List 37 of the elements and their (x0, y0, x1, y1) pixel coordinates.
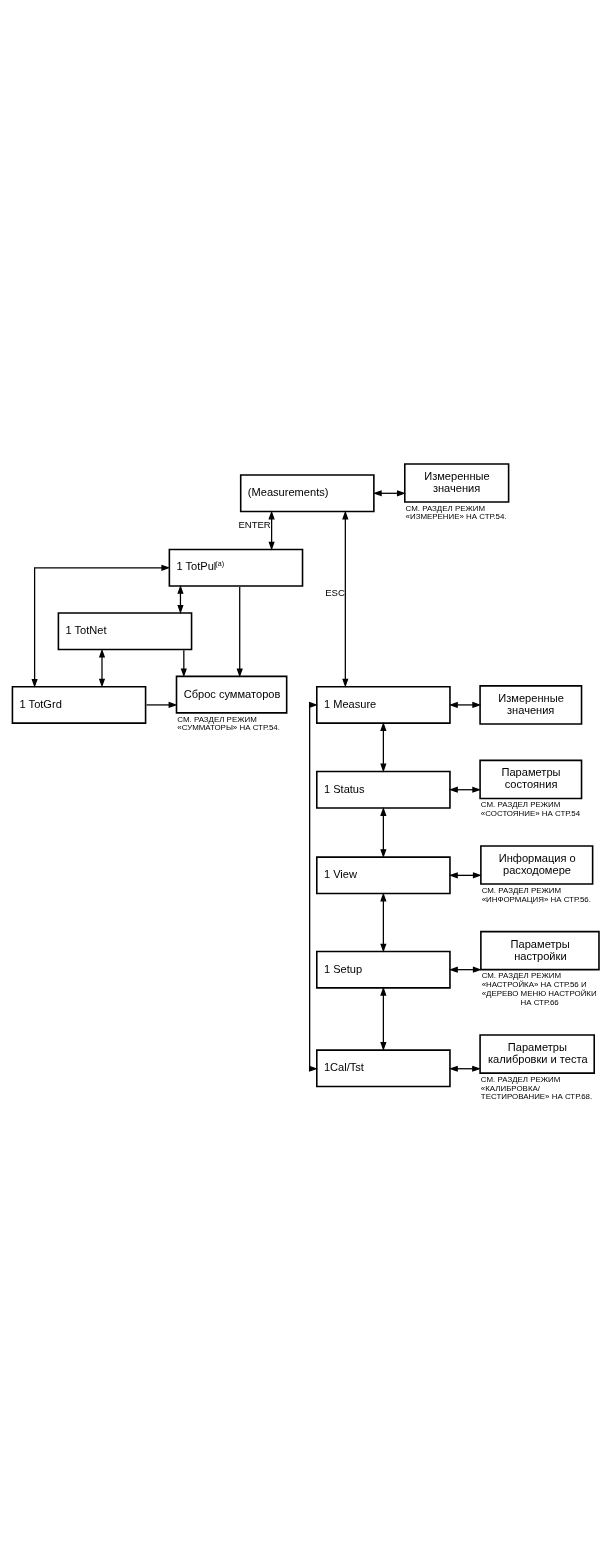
arrow (31, 564, 171, 688)
edge-label: ESC (325, 587, 345, 599)
arrow (380, 986, 387, 1051)
node-label: СМ. РАЗДЕЛ РЕЖИМ «НАСТРОЙКА» НА СТР.56 И «ДЕРЕВО МЕНЮ НАСТРОЙКИ НА СТР.66 (481, 971, 597, 1007)
node-box: Сброс сумматоров (175, 675, 288, 714)
node-label: СМ. РАЗДЕЛ РЕЖИМ «ИНФОРМАЦИЯ» НА СТР.56. (481, 885, 591, 904)
node-label: СМ. РАЗДЕЛ РЕЖИМ «ИЗМЕРЕНИЕ» НА СТР.54. (405, 503, 507, 522)
node-label: СМ. РАЗДЕЛ РЕЖИМ «КАЛИБРОВКА/ ТЕСТИРОВАНИЕ» НА СТР.68. (480, 1074, 593, 1102)
arrow (236, 586, 243, 678)
node-box: Параметры состояния (479, 759, 583, 800)
node-box: Информация о расходомере (480, 845, 594, 885)
node-box: 1 Status (316, 770, 451, 809)
arrow (180, 649, 187, 678)
node-box: 1Cal/Tst (316, 1049, 451, 1088)
node-box: Параметры калибровки и теста (479, 1034, 595, 1074)
arrow (380, 892, 387, 953)
arrow (448, 701, 482, 709)
node-label: СМ. РАЗДЕЛ РЕЖИМ «СОСТОЯНИЕ» НА СТР.54 (480, 800, 581, 818)
node-box: 1 TotNet (57, 612, 193, 651)
node-label: СМ. РАЗДЕЛ РЕЖИМ «СУММАТОРЫ» НА СТР.54. (177, 714, 280, 733)
node-box: 1 TotPul$^{(a)}$ (168, 548, 304, 587)
arrow (380, 722, 387, 773)
node-box: 1 Measure (316, 685, 451, 724)
arrow (308, 701, 318, 1072)
node-box: (Measurements) (239, 474, 375, 513)
arrow (268, 510, 275, 551)
node-box: Параметры настройки (480, 930, 600, 971)
node-box: 1 Setup (316, 950, 451, 989)
arrow (380, 807, 387, 859)
arrow (145, 701, 178, 709)
node-box: 1 View (316, 856, 451, 895)
node-box: 1 TotGrd (11, 685, 147, 724)
arrow (342, 510, 349, 688)
node-box: Измеренные значения (404, 463, 510, 503)
arrow (98, 648, 106, 688)
edge-label: ENTER (238, 518, 271, 530)
node-box: Измеренные значения (479, 685, 583, 725)
